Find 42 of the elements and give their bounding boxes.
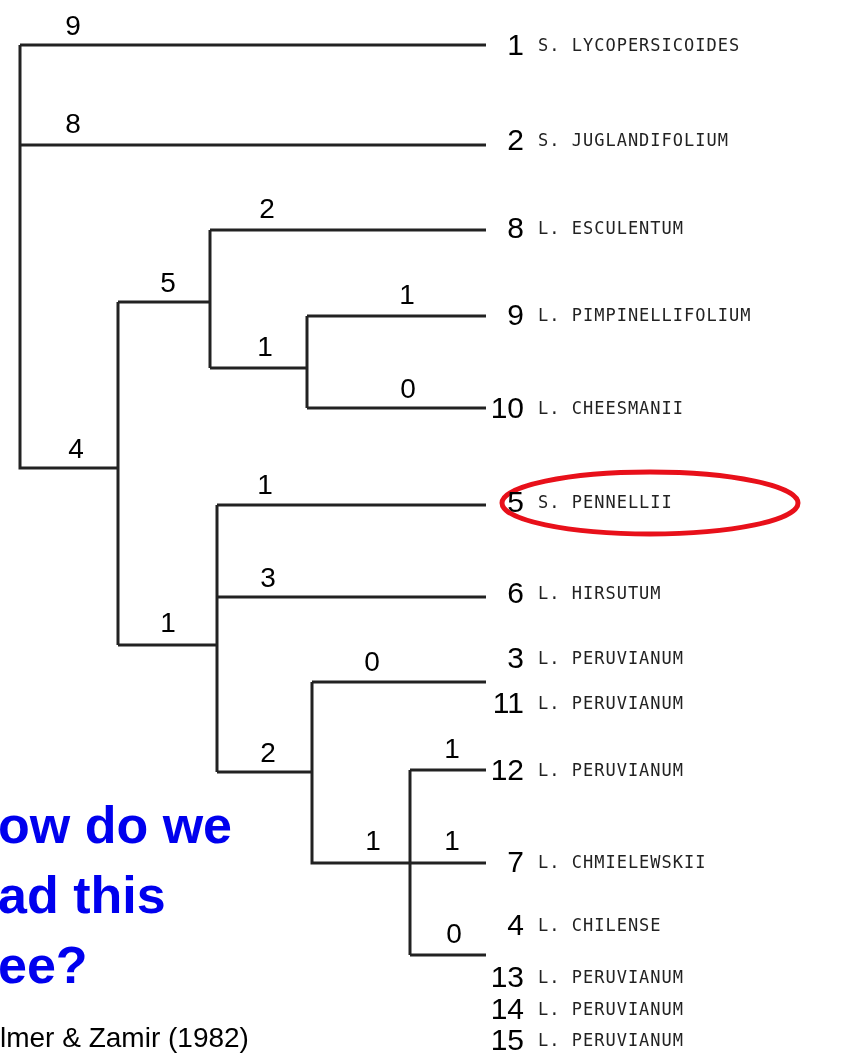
branch-line: [217, 503, 486, 507]
taxon-number: 15: [489, 1023, 524, 1057]
taxon-number: 13: [489, 960, 524, 994]
taxon-name: L. HIRSUTUM: [538, 582, 662, 605]
branch-line: [307, 406, 486, 410]
taxon-number: 10: [489, 391, 524, 425]
taxon-name: L. PERUVIANUM: [538, 1029, 685, 1052]
branch-line: [217, 595, 486, 599]
taxon-number: 3: [506, 641, 524, 675]
taxon-number: 11: [491, 686, 524, 720]
taxon-number: 7: [506, 845, 524, 879]
taxon-name: L. PERUVIANUM: [538, 647, 685, 670]
branch-line: [410, 768, 486, 772]
branch-line: [410, 953, 486, 957]
branch-line: [312, 680, 486, 684]
taxon-name: S. JUGLANDIFOLIUM: [538, 129, 729, 152]
branch-line: [210, 228, 486, 232]
taxon-name: L. PERUVIANUM: [538, 692, 685, 715]
taxon-name: L. PERUVIANUM: [538, 759, 685, 782]
taxon-number: 1: [506, 28, 524, 62]
branch-line: [20, 143, 486, 147]
taxon-number: 12: [489, 753, 524, 787]
taxon-name: L. CHILENSE: [538, 914, 662, 937]
taxon-number: 6: [506, 576, 524, 610]
branch-line: [307, 314, 486, 318]
taxon-number: 14: [489, 992, 524, 1026]
taxon-name: S. LYCOPERSICOIDES: [538, 34, 741, 57]
taxon-number: 2: [506, 123, 524, 157]
taxon-name: L. ESCULENTUM: [538, 217, 685, 240]
taxon-name: L. PERUVIANUM: [538, 998, 685, 1021]
taxon-number: 8: [506, 211, 524, 245]
citation: lmer & Zamir (1982): [0, 1022, 249, 1054]
branch-line: [410, 861, 486, 865]
taxon-name: L. PIMPINELLIFOLIUM: [538, 304, 752, 327]
taxon-name: L. CHEESMANII: [538, 397, 685, 420]
branch-line: [20, 43, 486, 47]
taxon-number: 9: [506, 298, 524, 332]
taxon-name: L. PERUVIANUM: [538, 966, 685, 989]
taxon-number: 5: [506, 485, 524, 519]
taxon-name: L. CHMIELEWSKII: [538, 851, 707, 874]
taxon-number: 4: [506, 908, 524, 942]
taxon-name: S. PENNELLII: [538, 491, 673, 514]
